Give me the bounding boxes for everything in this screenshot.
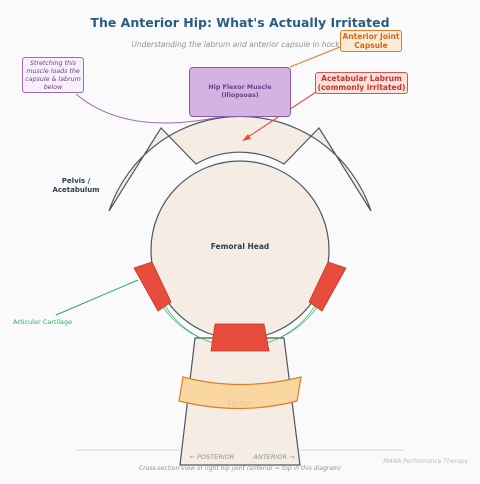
labrum-inferior	[210, 323, 270, 352]
labrum-arrowhead	[242, 134, 251, 141]
cartilage-leader	[55, 279, 139, 316]
anterior-direction-label: ANTERIOR →	[253, 453, 295, 461]
femur-label: Femur	[227, 399, 253, 408]
page-title: The Anterior Hip: What's Actually Irrita…	[90, 15, 390, 30]
capsule-leader	[289, 46, 341, 68]
hip-flexor-box: Hip Flexor Muscle (Iliopsoas)	[189, 67, 291, 117]
diagram-caption: Cross-section view of right hip joint (a…	[138, 465, 342, 472]
stretch-note-leader	[75, 93, 238, 124]
posterior-direction-label: ← POSTERIOR	[189, 453, 235, 461]
page-subtitle: Understanding the labrum and anterior ca…	[131, 40, 349, 49]
labrum-posterior	[133, 261, 172, 312]
hip-flexor-label: Hip Flexor Muscle (Iliopsoas)	[208, 84, 272, 99]
acetabulum-shape	[108, 115, 372, 212]
femoral-head-label: Femoral Head	[210, 242, 270, 251]
articular-cartilage-label: Articular Cartilage	[13, 318, 73, 326]
pelvis-label: Pelvis / Acetabulum	[52, 177, 100, 194]
anterior-capsule-band	[178, 376, 302, 410]
anterior-capsule-tag: Anterior Joint Capsule	[340, 30, 402, 52]
credit-watermark: MANA Performance Therapy	[383, 458, 468, 465]
labrum-anterior	[308, 261, 347, 312]
acetabular-labrum-tag: Acetabular Labrum (commonly irritated)	[315, 72, 408, 94]
stretch-note: Stretching this muscle loads the capsule…	[22, 57, 84, 93]
